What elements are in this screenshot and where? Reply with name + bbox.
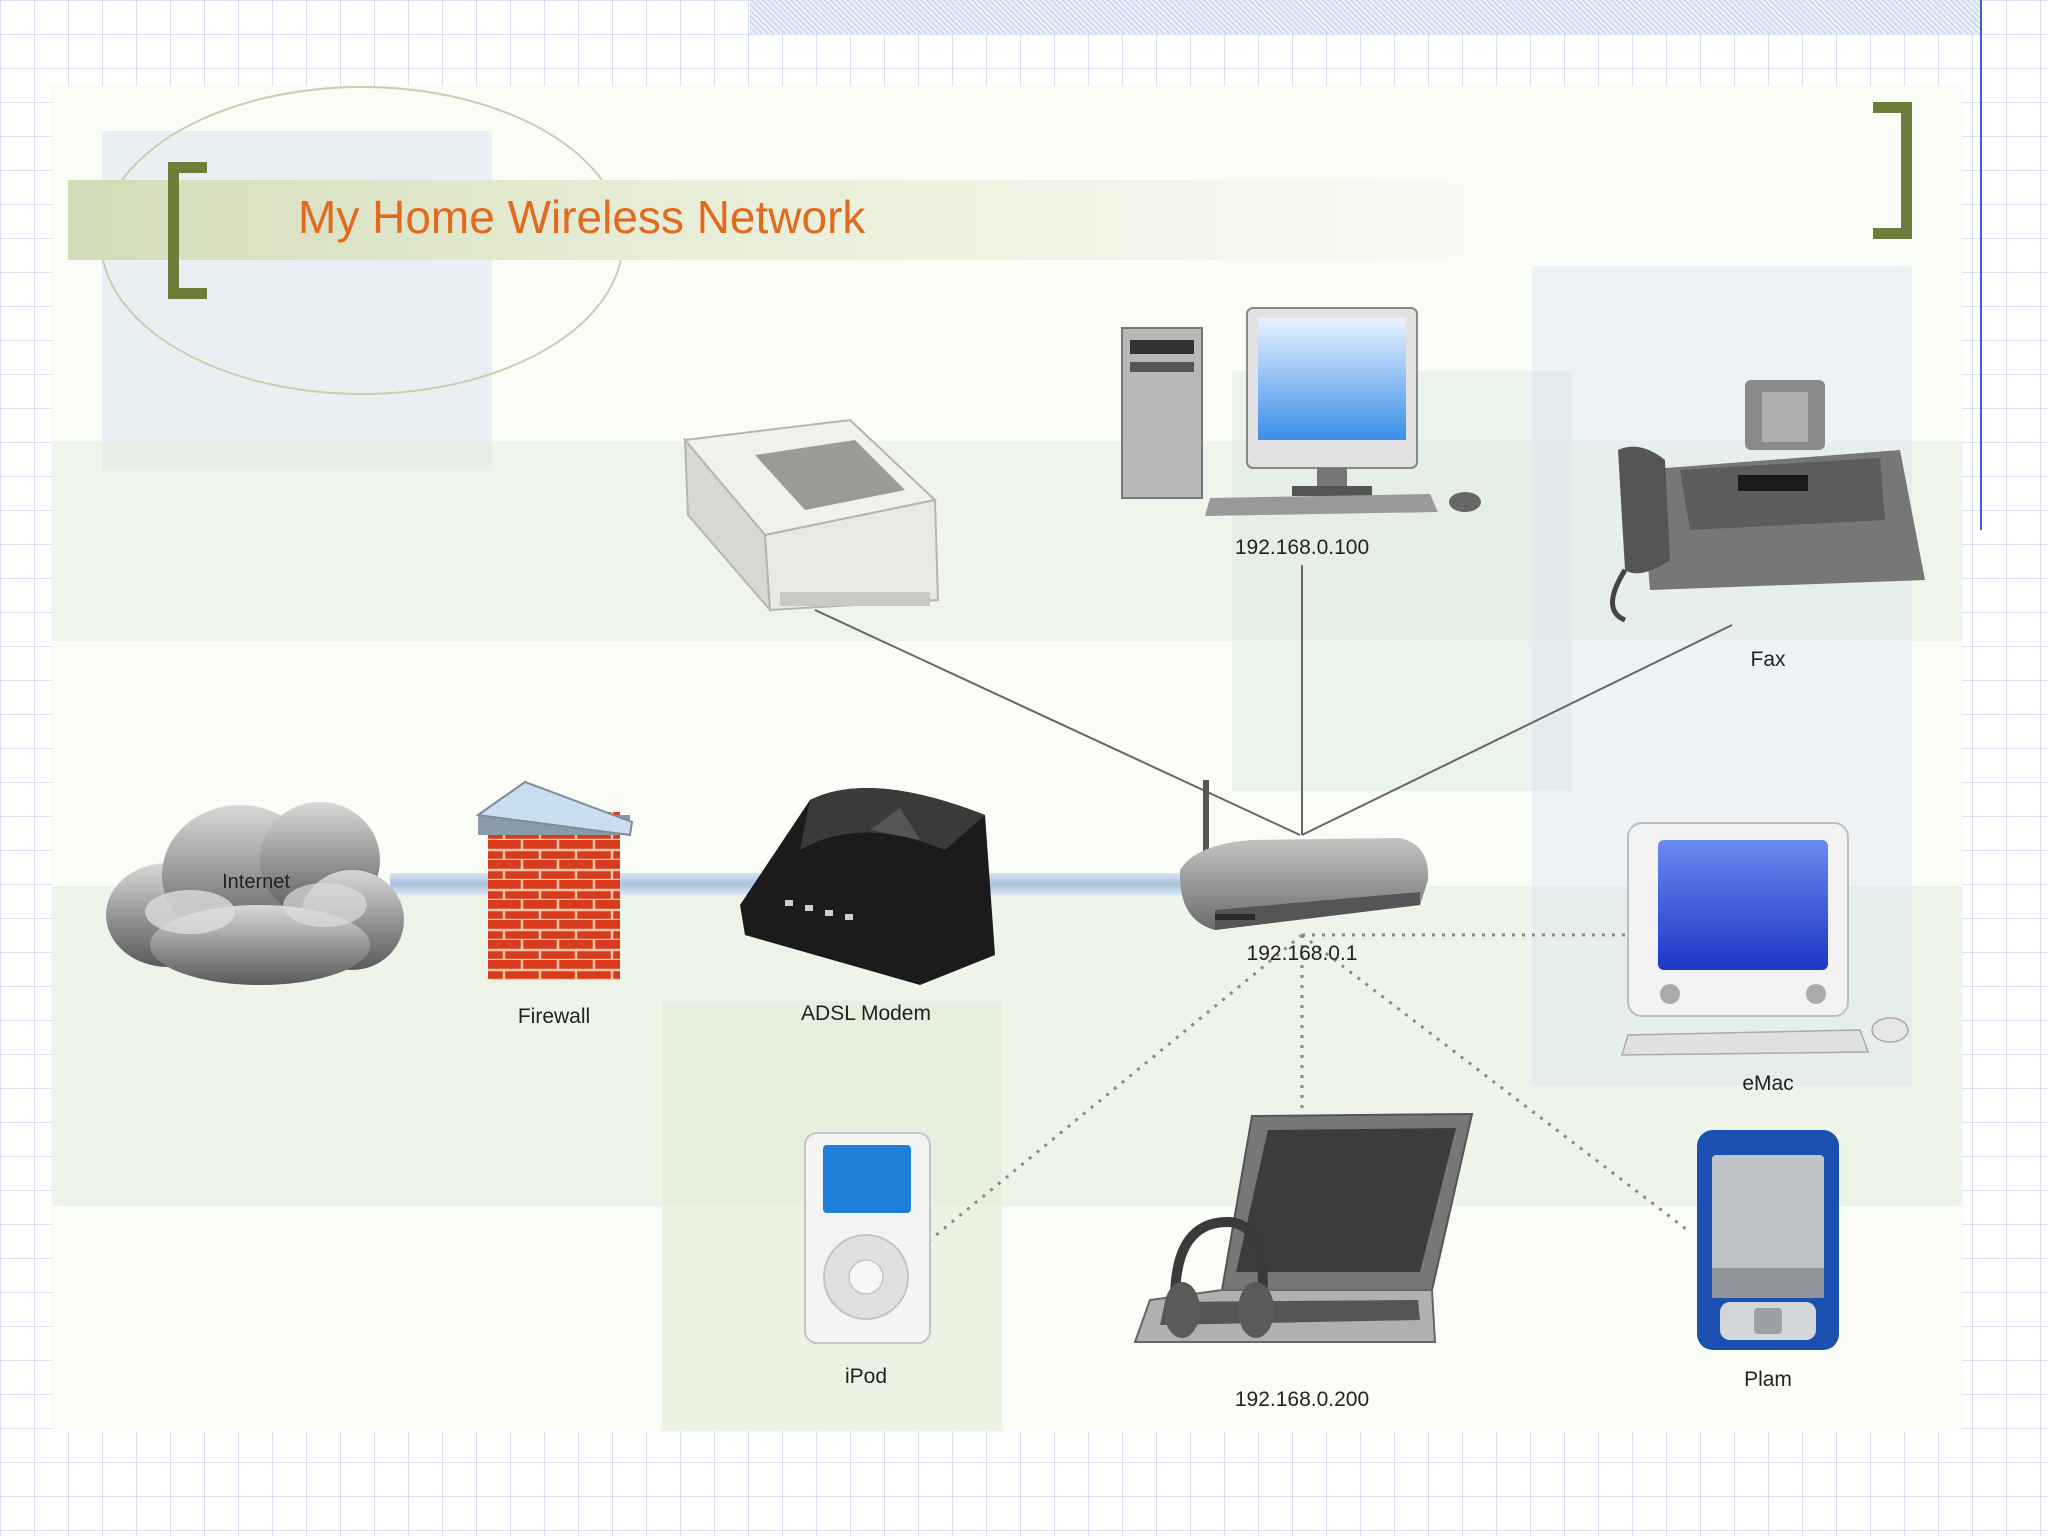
emac-computer-icon — [1620, 822, 1909, 1056]
desktop-computer-icon — [1121, 307, 1481, 516]
printer-icon — [683, 418, 940, 613]
internet-label: Internet — [222, 871, 290, 893]
laptop-label: 192.168.0.200 — [1234, 1388, 1370, 1411]
firewall-icon — [475, 780, 634, 980]
ipod-icon — [804, 1132, 931, 1344]
palm-label: Plam — [1744, 1368, 1792, 1391]
fax-link — [1301, 624, 1733, 836]
left-bracket-decoration — [168, 162, 207, 299]
palm-wireless-link — [1301, 933, 1691, 1234]
title-band — [68, 180, 1538, 260]
ipod-wireless-link — [929, 933, 1303, 1242]
header-pattern-band — [750, 0, 1980, 34]
modem-label: ADSL Modem — [801, 1002, 931, 1025]
cloud-icon — [106, 802, 404, 985]
wired-links — [814, 565, 1733, 836]
pda-icon — [1697, 1130, 1839, 1350]
router-label: 192.168.0.1 — [1246, 942, 1358, 965]
ipod-label: iPod — [844, 1365, 888, 1388]
emac-label: eMac — [1742, 1072, 1794, 1095]
modem-icon — [740, 788, 995, 985]
wireless-links — [929, 933, 1691, 1242]
firewall-label: Firewall — [517, 1005, 591, 1028]
wireless-router-icon — [1179, 780, 1429, 930]
fax-machine-icon — [1610, 380, 1925, 623]
desktop-label: 192.168.0.100 — [1234, 536, 1370, 559]
right-bracket-decoration — [1873, 102, 1912, 239]
slide-title: My Home Wireless Network — [298, 191, 866, 243]
slide-edge-line — [1980, 0, 1982, 530]
fax-label: Fax — [1750, 648, 1786, 671]
laptop-icon — [1133, 1112, 1474, 1343]
printer-link — [814, 609, 1301, 836]
